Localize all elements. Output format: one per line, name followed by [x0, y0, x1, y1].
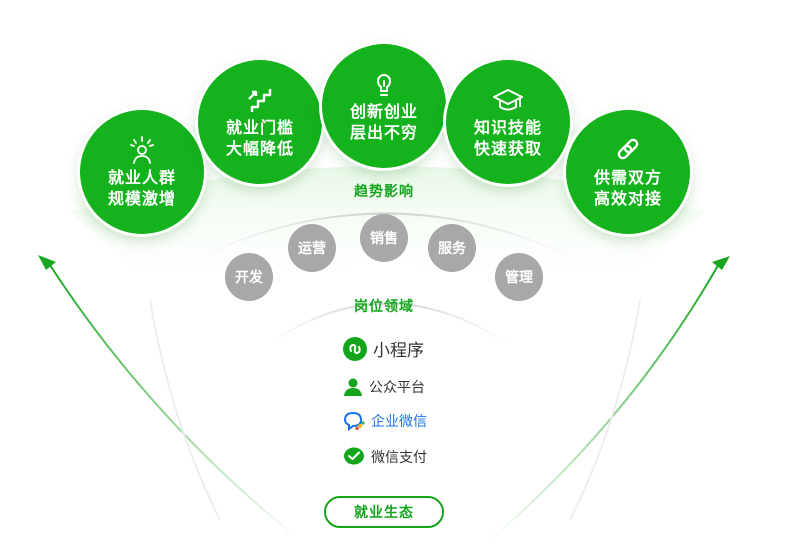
worker-icon [130, 136, 154, 164]
position-bubble: 开发 [225, 253, 273, 301]
product-wework: 企业微信 [343, 411, 427, 431]
arrow-left-head [38, 255, 56, 270]
side-arc-left [149, 299, 221, 521]
trend-line-2: 高效对接 [593, 189, 662, 208]
position-bubble: 运营 [288, 224, 336, 272]
stairs-icon [248, 89, 272, 112]
trend-circle-lower-barriers: 就业门槛 大幅降低 [198, 60, 322, 184]
arrow-right-line [489, 261, 721, 541]
position-bubble: 销售 [360, 214, 408, 262]
product-mini-program: 小程序 [343, 336, 424, 361]
arc-inner [267, 302, 511, 346]
trend-line-2: 大幅降低 [225, 139, 294, 158]
trend-line-1: 创新创业 [349, 102, 418, 121]
mini-program-icon [343, 336, 367, 361]
link-icon [617, 138, 639, 160]
position-bubble: 管理 [495, 253, 543, 301]
product-label: 小程序 [373, 341, 424, 361]
wework-icon [343, 411, 365, 431]
lightbulb-icon [376, 74, 392, 96]
product-label: 公众平台 [369, 380, 425, 396]
arrow-right-head [712, 256, 730, 270]
trend-line-2: 层出不穷 [349, 123, 418, 142]
wechat-pay-icon [344, 447, 364, 465]
product-label: 微信支付 [371, 450, 427, 466]
trend-line-1: 知识技能 [473, 118, 542, 137]
trend-circle-employment-growth: 就业人群 规模激增 [80, 110, 204, 234]
product-official-account: 公众平台 [343, 377, 425, 397]
trend-circle-supply-demand: 供需双方 高效对接 [566, 110, 690, 234]
arc-outer [189, 212, 583, 263]
position-bubble: 服务 [428, 224, 476, 272]
trend-line-1: 供需双方 [593, 168, 662, 187]
trend-line-2: 快速获取 [473, 139, 542, 158]
product-label: 企业微信 [371, 414, 427, 430]
positions-title: 岗位领域 [354, 299, 414, 315]
product-wechat-pay: 微信支付 [343, 446, 427, 468]
trend-line-2: 规模激增 [107, 189, 176, 208]
trend-title: 趋势影响 [354, 184, 414, 200]
trend-circle-knowledge: 知识技能 快速获取 [446, 60, 570, 184]
arrow-left-line [47, 261, 301, 541]
employment-ecosystem-button[interactable]: 就业生态 [324, 496, 444, 528]
trend-circle-innovation: 创新创业 层出不穷 [322, 44, 446, 168]
trend-line-1: 就业人群 [107, 168, 176, 187]
side-arc-right [569, 299, 641, 521]
trend-line-1: 就业门槛 [225, 118, 294, 137]
person-icon [344, 378, 362, 396]
graduation-cap-icon [493, 89, 523, 111]
